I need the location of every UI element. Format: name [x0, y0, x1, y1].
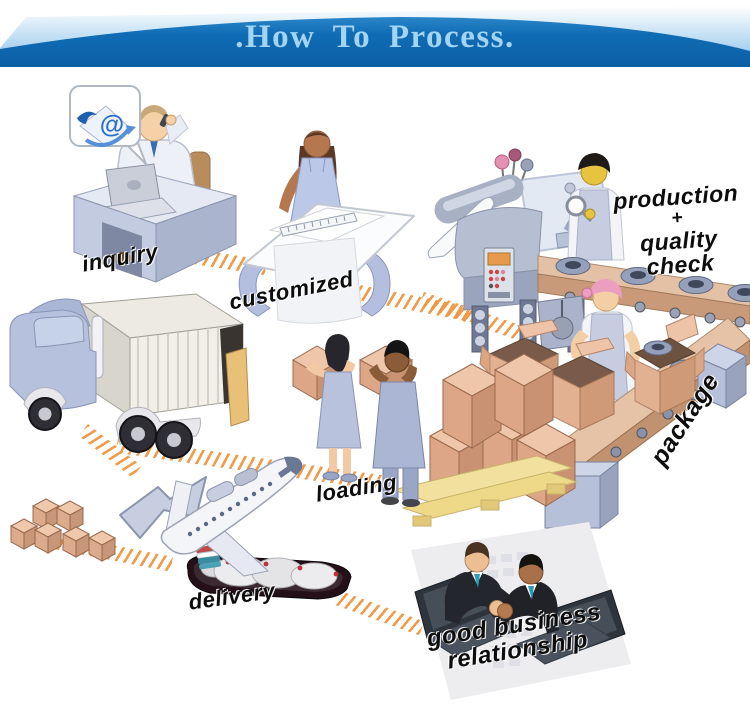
bird-swoosh-icon — [77, 111, 97, 124]
banner-title: .How To Process. — [235, 19, 515, 55]
businessman-right — [489, 554, 559, 634]
quality-check-worker — [565, 153, 625, 261]
windows — [187, 481, 273, 537]
delivery-truck-illustration — [9, 293, 250, 459]
shoe — [113, 252, 131, 264]
handshake-hands — [489, 600, 513, 619]
cockpit-window — [278, 466, 291, 478]
handshake-illustration — [411, 522, 631, 700]
windshield — [33, 315, 85, 348]
customized-illustration — [238, 130, 415, 324]
nose-cone — [284, 456, 303, 475]
loading-illustration — [292, 334, 577, 527]
control-panel — [483, 247, 515, 303]
inquiry-illustration: @ — [69, 85, 238, 283]
banner-dark-ribbon — [0, 17, 750, 67]
right-laptop — [515, 589, 626, 665]
email-speech-bubble: @ — [69, 85, 147, 165]
container — [80, 293, 250, 427]
engine — [234, 467, 258, 487]
tail-board — [225, 347, 250, 427]
fuselage — [160, 456, 303, 555]
small-boxes-illustration — [9, 498, 117, 562]
loader-woman — [292, 334, 362, 483]
production-illustration — [427, 148, 750, 354]
product-parts — [555, 257, 750, 302]
support-block — [696, 343, 748, 409]
ruler — [279, 212, 358, 237]
airplane-illustration — [119, 456, 303, 577]
wheels — [23, 386, 201, 459]
drafting-table — [238, 203, 415, 324]
email-at-icon: @ — [100, 111, 124, 139]
conveyor-belt — [537, 255, 750, 351]
loader-man — [358, 340, 426, 507]
quality-check-label-line: quality check — [639, 225, 719, 281]
cab — [9, 298, 104, 410]
banner: .How To Process. — [0, 6, 750, 67]
open-box-filling — [624, 313, 705, 415]
machine-antennas — [494, 148, 534, 187]
process-step-label-production-quality: production + quality check — [600, 179, 750, 283]
desk — [72, 163, 238, 283]
small-carton — [9, 498, 117, 562]
magnifier-icon — [565, 195, 587, 217]
engine — [206, 480, 235, 502]
